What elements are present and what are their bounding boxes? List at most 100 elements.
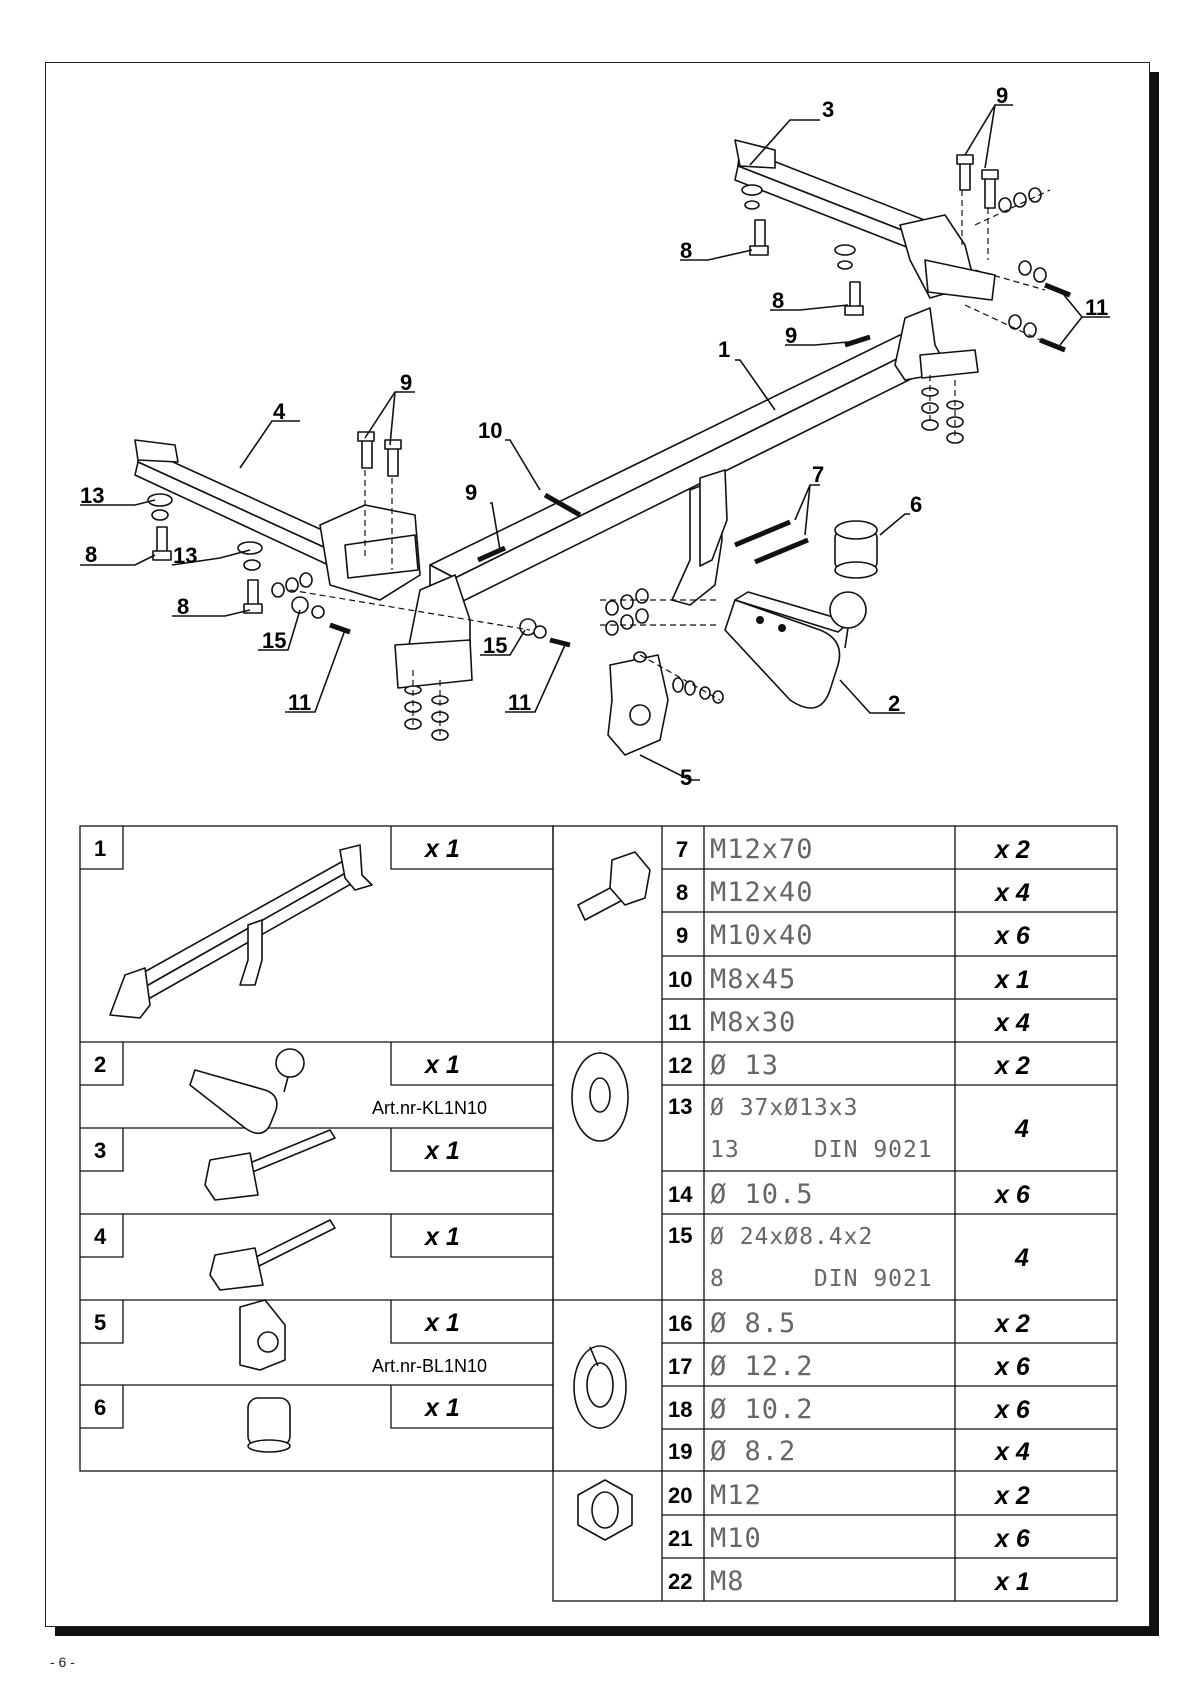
washers-nuts-group xyxy=(147,184,1047,741)
row-19: 19 Ø 8.2 x 4 xyxy=(668,1436,1030,1467)
bolt-icon xyxy=(577,851,651,921)
part-no-4: 4 xyxy=(94,1224,107,1249)
row-qty: x 1 xyxy=(993,966,1030,994)
part-qty-5: x 1 xyxy=(423,1309,460,1337)
crossbar-part xyxy=(394,307,979,689)
parts-table-right: 7 M12x70 x 2 8 M12x40 x 4 9 M10x40 x 6 1… xyxy=(552,825,1118,1602)
part-no-3: 3 xyxy=(94,1138,106,1163)
row-desc: Ø 10.2 xyxy=(710,1394,814,1425)
callout-15: 15 xyxy=(262,628,286,653)
callout-9: 9 xyxy=(400,370,412,395)
part-qty-4: x 1 xyxy=(423,1223,460,1251)
callout-2: 2 xyxy=(888,691,900,716)
callout-8: 8 xyxy=(772,288,784,313)
callout-11: 11 xyxy=(288,690,311,715)
row-20: 20 M12 x 2 xyxy=(668,1480,1030,1511)
row-desc-2: 13 DIN 9021 xyxy=(710,1137,933,1163)
callout-15: 15 xyxy=(483,633,507,658)
hex-nut-icon xyxy=(577,1479,633,1541)
socket-plate-part xyxy=(607,654,669,756)
row-desc: Ø 8.5 xyxy=(710,1308,796,1339)
row-qty: x 6 xyxy=(993,1353,1031,1381)
callout-8: 8 xyxy=(85,542,97,567)
row-qty: x 1 xyxy=(993,1568,1030,1596)
row-desc: Ø 8.2 xyxy=(710,1436,796,1467)
row-desc: M12x40 xyxy=(710,877,814,908)
row-desc: Ø 12.2 xyxy=(710,1351,814,1382)
bolts-group xyxy=(152,154,1071,648)
row-no: 22 xyxy=(668,1569,692,1594)
row-qty: x 4 xyxy=(993,1438,1030,1466)
row-no: 11 xyxy=(668,1010,691,1035)
row-qty: 4 xyxy=(1014,1115,1029,1143)
row-no: 20 xyxy=(668,1483,692,1508)
callout-9: 9 xyxy=(996,83,1008,108)
row-no: 14 xyxy=(668,1182,693,1207)
row-qty: x 4 xyxy=(993,1009,1030,1037)
parts-table-left: 1 x 1 2 x 1 Art.nr-KL1N10 3 x 1 4 x 1 5 … xyxy=(79,825,554,1472)
callout-9: 9 xyxy=(465,480,477,505)
row-no: 8 xyxy=(676,880,688,905)
page-number: - 6 - xyxy=(50,1654,75,1670)
row-desc: M10x40 xyxy=(710,920,814,951)
part-no-6: 6 xyxy=(94,1395,106,1420)
part-no-1: 1 xyxy=(94,836,106,861)
row-14: 14 Ø 10.5 x 6 xyxy=(668,1179,1031,1210)
row-desc: M8 xyxy=(710,1566,745,1597)
row-desc: M8x30 xyxy=(710,1007,796,1038)
row-22: 22 M8 x 1 xyxy=(668,1566,1030,1597)
row-desc: Ø 10.5 xyxy=(710,1179,814,1210)
callout-6: 6 xyxy=(910,492,922,517)
thumb-ball-hook xyxy=(189,1048,305,1135)
row-10: 10 M8x45 x 1 xyxy=(668,964,1030,995)
callout-13: 13 xyxy=(80,483,104,508)
row-qty: x 2 xyxy=(993,836,1030,864)
row-qty: x 6 xyxy=(993,1525,1031,1553)
thumb-crossbar xyxy=(109,844,373,1019)
row-15: 15 Ø 24xØ8.4x2 8 DIN 9021 4 xyxy=(668,1223,1029,1292)
ball-cover-part xyxy=(834,520,878,579)
assembly-lines xyxy=(289,189,1051,735)
callout-1: 1 xyxy=(718,337,730,362)
row-21: 21 M10 x 6 xyxy=(668,1523,1031,1554)
callout-11: 11 xyxy=(1085,295,1108,320)
row-11: 11 M8x30 x 4 xyxy=(668,1007,1030,1038)
callout-3: 3 xyxy=(822,97,834,122)
thumb-right-arm xyxy=(204,1129,336,1201)
row-qty: x 4 xyxy=(993,879,1030,907)
row-no: 7 xyxy=(676,837,688,862)
row-no: 18 xyxy=(668,1397,692,1422)
row-no: 17 xyxy=(668,1354,692,1379)
row-qty: x 6 xyxy=(993,922,1031,950)
part-qty-3: x 1 xyxy=(423,1137,460,1165)
row-13: 13 Ø 37xØ13x3 13 DIN 9021 4 xyxy=(668,1094,1029,1163)
row-qty: x 2 xyxy=(993,1052,1030,1080)
row-17: 17 Ø 12.2 x 6 xyxy=(668,1351,1031,1382)
left-arm-part xyxy=(134,439,421,601)
callout-7: 7 xyxy=(812,462,824,487)
part-qty-2: x 1 xyxy=(423,1051,460,1079)
row-desc: Ø 24xØ8.4x2 xyxy=(710,1224,873,1250)
callout-9: 9 xyxy=(785,323,797,348)
row-desc: M12x70 xyxy=(710,834,814,865)
thumb-socket-plate xyxy=(239,1299,286,1371)
row-8: 8 M12x40 x 4 xyxy=(676,877,1030,908)
callout-10: 10 xyxy=(478,418,502,443)
part-art-2: Art.nr-KL1N10 xyxy=(372,1098,487,1118)
row-no: 16 xyxy=(668,1311,692,1336)
leader-lines xyxy=(80,104,1110,781)
row-no: 10 xyxy=(668,967,692,992)
callout-13: 13 xyxy=(173,543,197,568)
thumb-ball-cover xyxy=(247,1397,291,1453)
row-no: 19 xyxy=(668,1439,692,1464)
callout-5: 5 xyxy=(680,765,692,790)
row-desc: Ø 37xØ13x3 xyxy=(710,1095,858,1121)
part-qty-6: x 1 xyxy=(423,1394,460,1422)
row-18: 18 Ø 10.2 x 6 xyxy=(668,1394,1031,1425)
part-qty-1: x 1 xyxy=(423,835,460,863)
row-desc-2: 8 DIN 9021 xyxy=(710,1266,933,1292)
frame-shadow-right xyxy=(1150,72,1159,1635)
thumb-left-arm xyxy=(209,1219,336,1291)
ball-hook-part xyxy=(724,591,867,709)
